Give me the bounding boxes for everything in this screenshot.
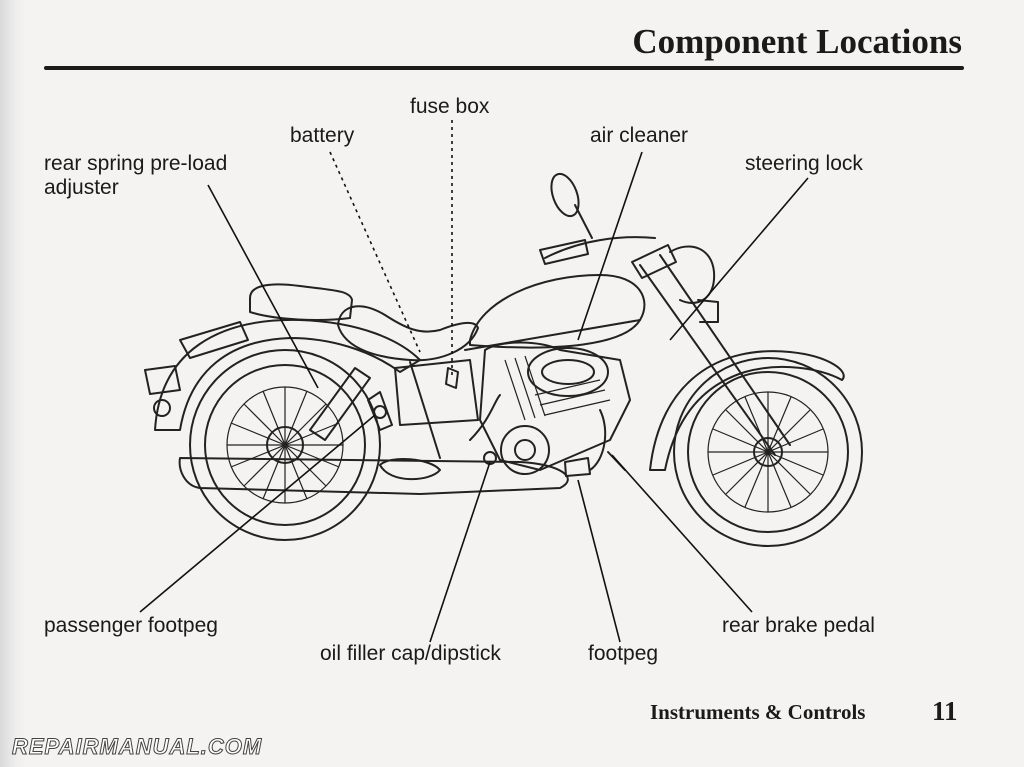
leader-oil-filler — [429, 461, 491, 643]
label-steering-lock: steering lock — [745, 152, 863, 175]
leader-rear-brake-pedal — [611, 454, 753, 613]
page-number: 11 — [932, 696, 958, 726]
watermark-text: REPAIRMANUAL.COM — [11, 734, 263, 760]
leader-footpeg — [577, 479, 621, 643]
front-wheel — [673, 357, 863, 547]
label-fuse-box: fuse box — [410, 95, 490, 118]
label-air-cleaner: air cleaner — [590, 124, 689, 147]
label-passenger-footpeg: passenger footpeg — [44, 614, 218, 637]
label-oil-filler: oil filler cap/dipstick — [320, 642, 501, 665]
label-rear-spring-line1: rear spring pre-load — [44, 152, 228, 175]
leader-air-cleaner — [577, 151, 643, 341]
leader-battery — [329, 151, 421, 353]
leader-rear-spring — [207, 184, 319, 389]
page-title: Component Locations — [632, 22, 962, 61]
label-rear-brake-pedal: rear brake pedal — [722, 614, 875, 637]
page-spine-shadow — [0, 0, 26, 767]
leader-lines — [139, 120, 809, 643]
rear-wheel — [189, 349, 381, 541]
footer-section-title: Instruments & Controls — [650, 700, 866, 724]
label-rear-spring-line2: adjuster — [44, 176, 119, 199]
title-rule — [44, 66, 964, 70]
motorcycle-illustration — [144, 172, 863, 547]
label-footpeg: footpeg — [588, 642, 659, 665]
leader-passenger-footpeg — [139, 414, 376, 613]
label-battery: battery — [290, 124, 355, 147]
leader-steering-lock — [669, 177, 809, 341]
